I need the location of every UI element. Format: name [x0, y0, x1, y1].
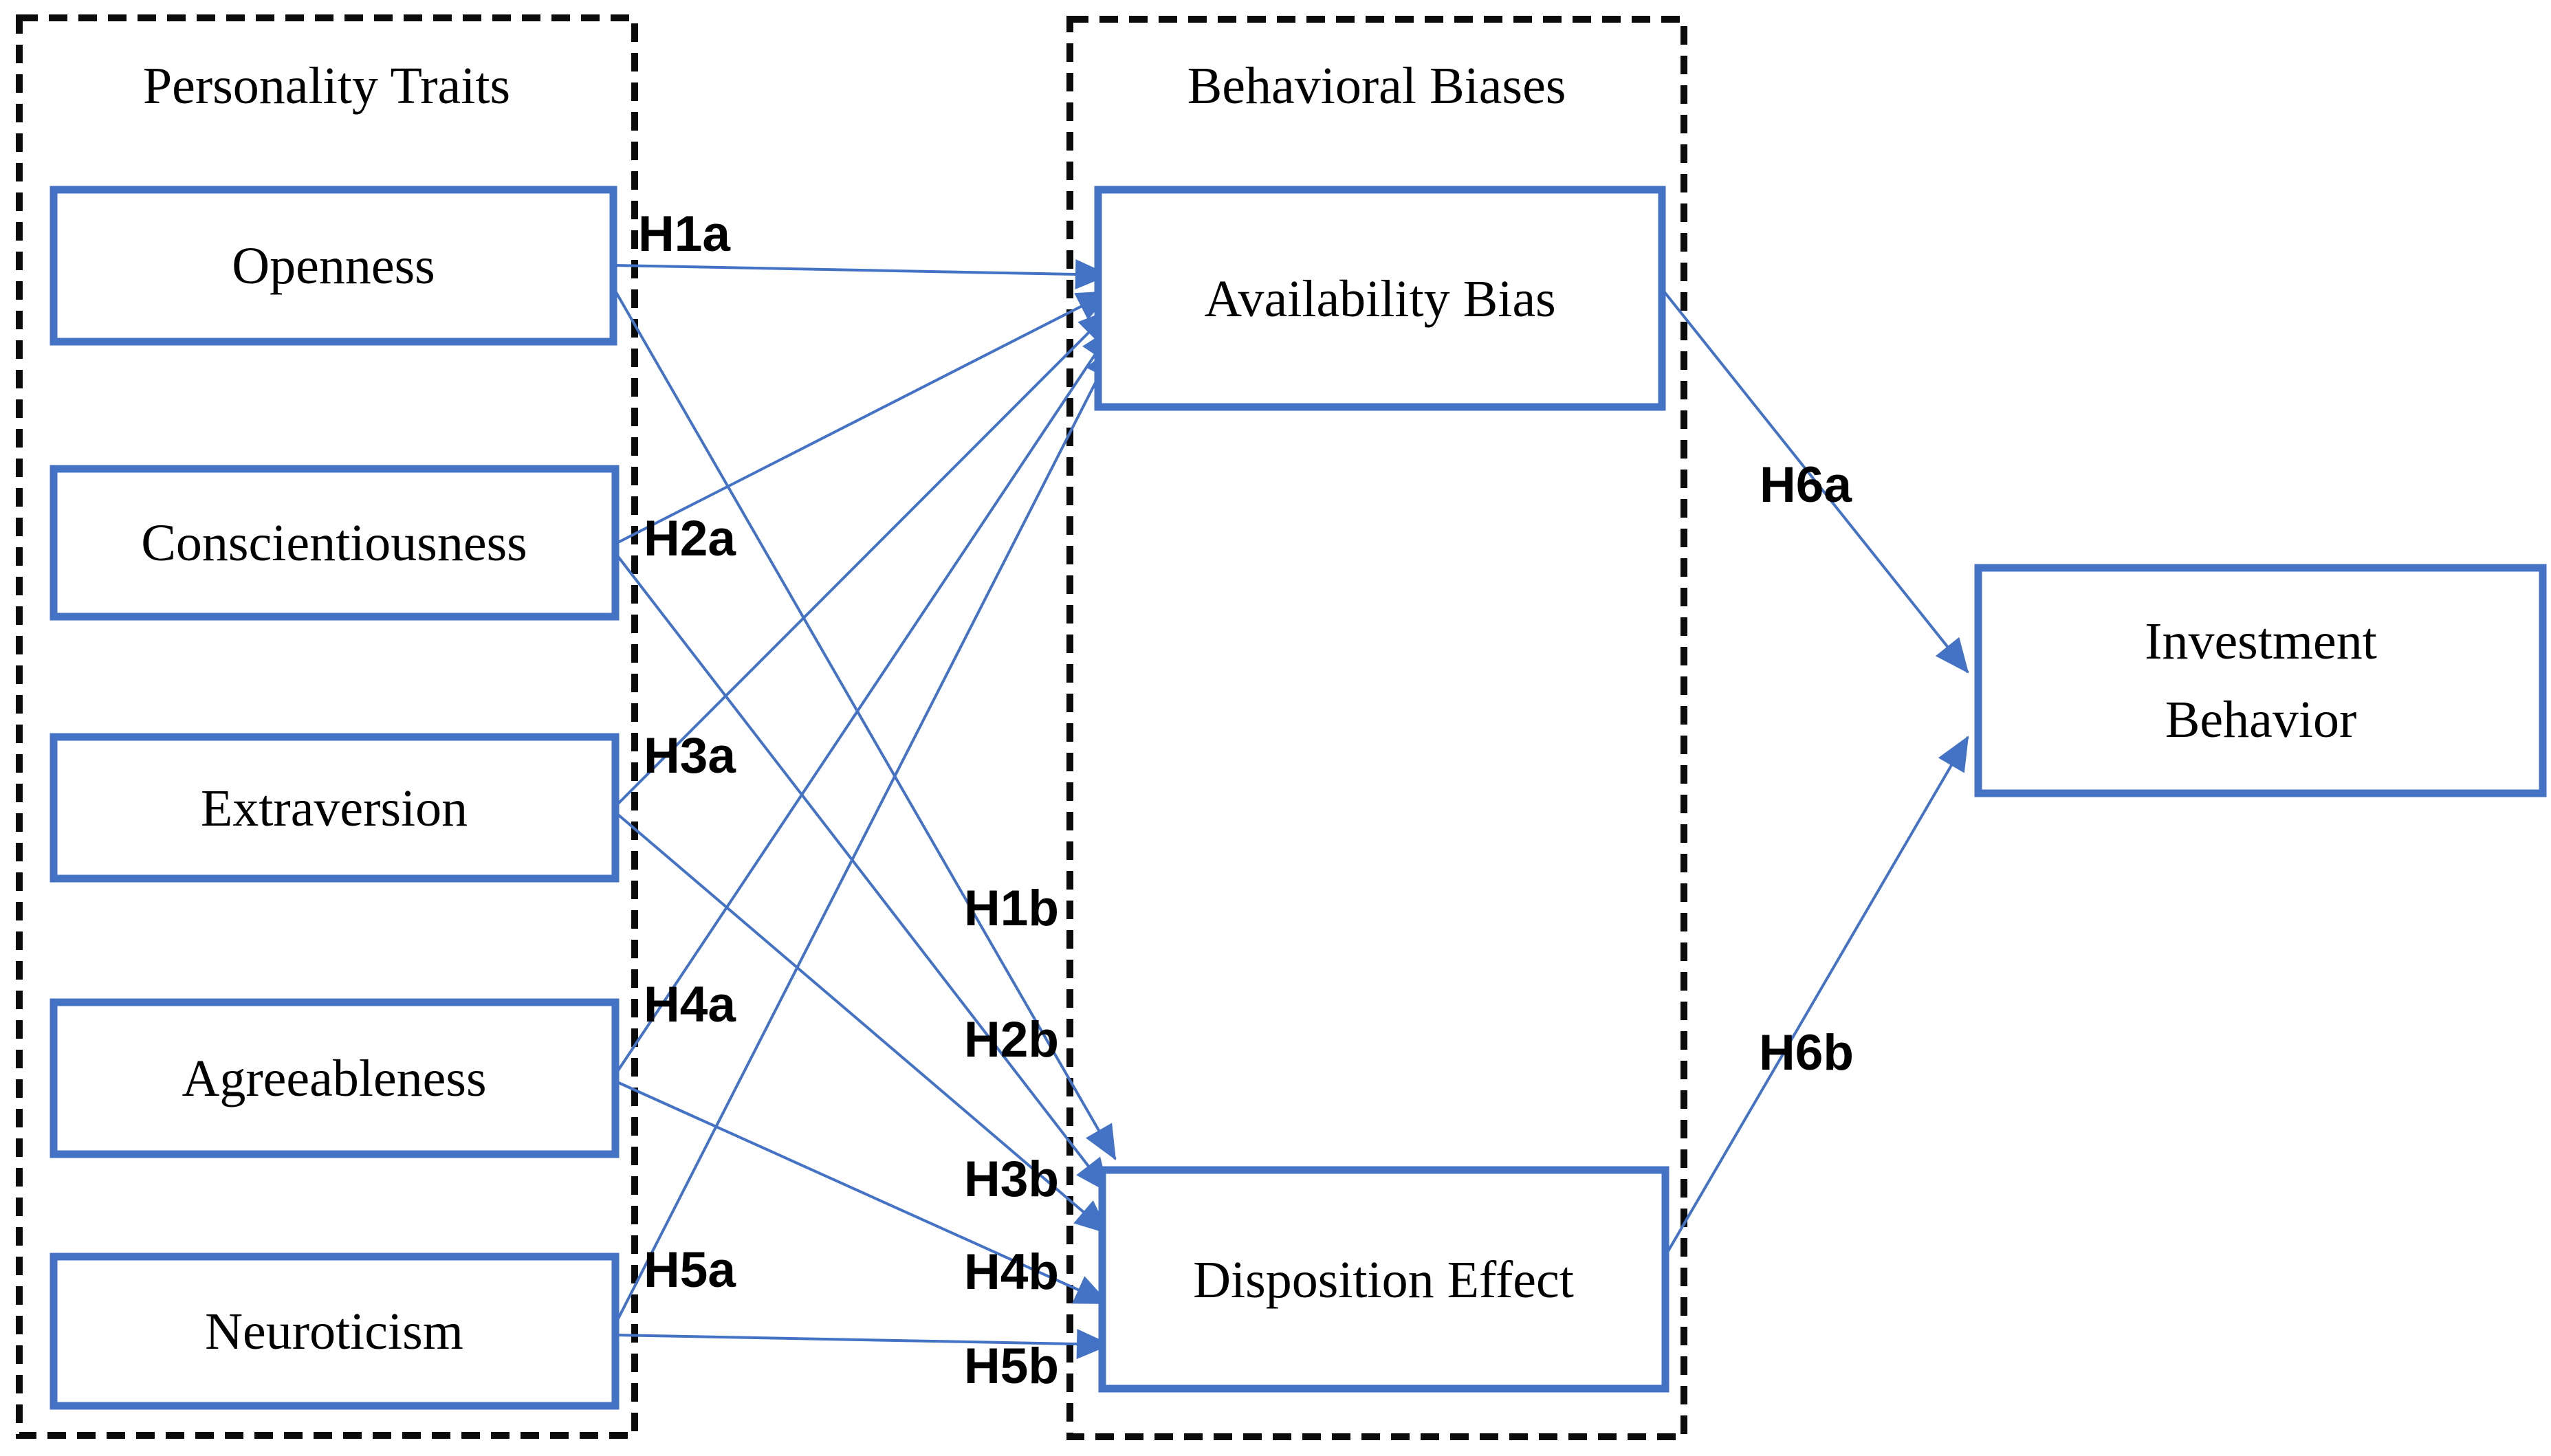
- conscientiousness-label: Conscientiousness: [141, 514, 527, 572]
- personality-traits-group-title: Personality Traits: [143, 57, 510, 115]
- behavioral-biases-group-border: [1066, 16, 1687, 1440]
- agreeableness-box: [50, 998, 620, 1158]
- edge-label-h4a: H4a: [644, 977, 736, 1033]
- edge-labels: H1a H2a H3a H4a H5a H1b H2b H3b H4b H5b …: [638, 206, 1854, 1394]
- investment-behavior-label-line1: Investment: [2145, 613, 2377, 670]
- openness-box: [50, 186, 617, 346]
- neuroticism-box: [50, 1253, 620, 1410]
- edge-h2a: [613, 290, 1112, 546]
- behavioral-biases-group: Behavioral Biases: [1066, 16, 1687, 1440]
- edge-h3a: [613, 308, 1113, 809]
- nodes: Openness Conscientiousness Extraversion …: [50, 186, 2547, 1410]
- availability-bias-label: Availability Bias: [1204, 270, 1556, 328]
- personality-traits-group: Personality Traits: [16, 14, 638, 1439]
- edge-h4b: [613, 1079, 1110, 1305]
- edge-label-h4b: H4b: [964, 1244, 1059, 1300]
- extraversion-box: [50, 733, 620, 883]
- conscientiousness-node: Conscientiousness: [50, 465, 620, 621]
- edge-h4a: [613, 326, 1115, 1078]
- availability-bias-node: Availability Bias: [1094, 186, 1666, 411]
- edge-label-h5b: H5b: [964, 1338, 1059, 1394]
- edge-h5b: [613, 1329, 1111, 1360]
- personality-traits-group-border: [16, 14, 638, 1439]
- edges: [613, 259, 1969, 1360]
- investment-behavior-label-line2: Behavior: [2165, 691, 2357, 749]
- edge-h3b: [613, 810, 1110, 1235]
- edge-label-h3b: H3b: [964, 1151, 1059, 1207]
- openness-label: Openness: [232, 237, 435, 295]
- edge-label-h5a: H5a: [644, 1242, 736, 1298]
- disposition-effect-label: Disposition Effect: [1193, 1251, 1574, 1309]
- neuroticism-label: Neuroticism: [205, 1303, 463, 1360]
- edge-h5a: [613, 344, 1116, 1327]
- edge-h2b: [613, 550, 1110, 1193]
- edge-label-h2b: H2b: [964, 1012, 1059, 1068]
- edge-label-h3a: H3a: [644, 728, 736, 784]
- behavioral-biases-group-title: Behavioral Biases: [1187, 57, 1566, 115]
- neuroticism-node: Neuroticism: [50, 1253, 620, 1410]
- edge-label-h1b: H1b: [964, 881, 1059, 936]
- edge-h6a: [1663, 290, 1969, 674]
- edge-label-h1a: H1a: [638, 206, 731, 262]
- agreeableness-label: Agreeableness: [182, 1050, 486, 1107]
- edge-h6b: [1667, 736, 1969, 1253]
- extraversion-node: Extraversion: [50, 733, 620, 883]
- investment-behavior-node: Investment Behavior: [1974, 564, 2547, 797]
- investment-behavior-box: [1974, 564, 2547, 797]
- edge-label-h2a: H2a: [644, 511, 736, 566]
- disposition-effect-node: Disposition Effect: [1098, 1166, 1669, 1393]
- edge-h1b: [613, 288, 1117, 1160]
- edge-label-h6b: H6b: [1759, 1025, 1854, 1081]
- edge-h1a: [613, 259, 1110, 290]
- openness-node: Openness: [50, 186, 617, 346]
- disposition-effect-box: [1098, 1166, 1669, 1393]
- availability-bias-box: [1094, 186, 1666, 411]
- conscientiousness-box: [50, 465, 620, 621]
- edge-label-h6a: H6a: [1760, 457, 1852, 513]
- extraversion-label: Extraversion: [201, 780, 468, 837]
- agreeableness-node: Agreeableness: [50, 998, 620, 1158]
